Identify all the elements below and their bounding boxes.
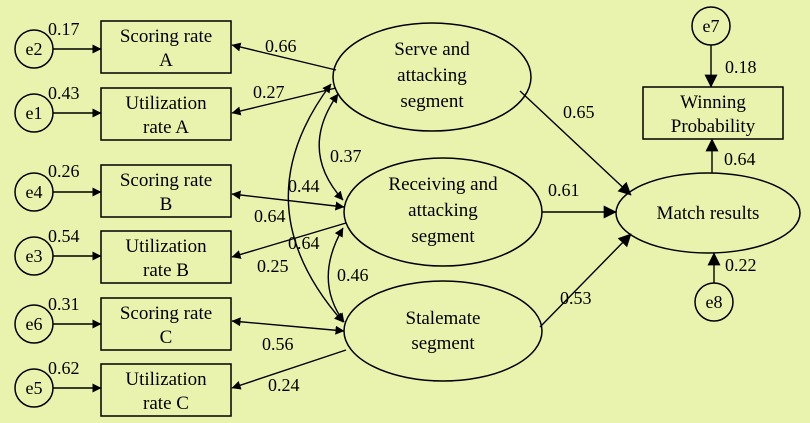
path-serve-match [519,90,632,196]
error-e5-label: e5 [26,378,43,398]
coefficients: 0.17 0.43 0.26 0.54 0.31 0.62 0.66 0.27 … [48,19,757,395]
latent-receiving-line3: segment [411,226,475,247]
indicator-utilization-rate-b-line2: rate B [143,260,189,281]
error-e7: e7 [691,6,731,46]
coef-stalemate-match: 0.53 [560,288,592,308]
latent-receiving-attacking-segment: Receiving and attacking segment [343,157,543,267]
path-stalemate-match [539,233,632,328]
path-stalemate-scoring-c [231,317,345,335]
latent-match-results: Match results [615,172,801,254]
indicator-winning-probability-line1: Winning [680,92,746,113]
latent-serve-line3: segment [400,91,464,112]
error-e1-label: e1 [26,103,43,123]
indicator-scoring-rate-c: Scoring rate C [100,297,232,351]
coef-e4-scoring-b: 0.26 [48,161,80,181]
latent-stalemate-segment: Stalemate segment [343,280,543,382]
coef-e3-utilization-b: 0.54 [48,226,80,246]
cov-receiving-stalemate [327,227,345,323]
error-e8-label: e8 [706,292,723,312]
coef-serve-stalemate-cov: 0.64 [288,233,320,253]
coef-stalemate-scoring-c: 0.56 [262,334,294,354]
latent-receiving-line1: Receiving and [388,174,498,195]
coef-serve-receiving-cov: 0.37 [330,146,362,166]
indicator-scoring-rate-b-line1: Scoring rate [120,170,212,191]
coef-stalemate-utilization-c: 0.24 [268,375,300,395]
cov-serve-stalemate [287,83,344,323]
coef-e1-utilization-a: 0.43 [48,83,80,103]
indicator-utilization-rate-a-line2: rate A [143,117,189,138]
indicator-scoring-rate-c-line1: Scoring rate [120,303,212,324]
coef-serve-match: 0.65 [563,102,595,122]
indicator-utilization-rate-c-line2: rate C [143,393,189,414]
error-e4-label: e4 [26,182,43,202]
error-e2-label: e2 [26,39,43,59]
indicator-winning-probability-line2: Probability [671,116,756,137]
indicator-utilization-rate-c-line1: Utilization [125,369,207,390]
indicator-scoring-rate-a: Scoring rate A [100,20,232,74]
latent-serve-line2: attacking [397,65,467,86]
coef-receiving-utilization-b: 0.64 [254,206,286,226]
latent-match-results-label: Match results [657,203,760,224]
coef-receiving-stalemate-cov: 0.46 [337,265,369,285]
indicator-scoring-rate-b: Scoring rate B [100,164,232,218]
coef-e2-scoring-a: 0.17 [48,19,80,39]
path-stalemate-utilization-c [231,349,347,390]
error-e7-label: e7 [703,16,720,36]
latent-stalemate-line2: segment [411,333,475,354]
coef-receiving-scoring-b: 0.44 [288,176,320,196]
indicator-scoring-rate-b-line2: B [160,194,173,215]
indicator-utilization-rate-a: Utilization rate A [100,87,232,141]
coef-e6-scoring-c: 0.31 [48,294,80,314]
coef-serve-utilization-a: 0.27 [253,82,285,102]
indicator-utilization-rate-c: Utilization rate C [100,363,232,417]
coef-utilization-b-side: 0.25 [257,256,289,276]
coef-match-winning: 0.64 [724,149,756,169]
indicator-scoring-rate-a-line1: Scoring rate [120,26,212,47]
coef-e8-match: 0.22 [725,255,757,275]
indicator-utilization-rate-b-line1: Utilization [125,236,207,257]
path-serve-scoring-a [231,42,337,71]
coef-receiving-match: 0.61 [548,180,580,200]
error-e8: e8 [694,282,734,322]
latent-serve-attacking-segment: Serve and attacking segment [332,22,532,132]
coef-e7-winning: 0.18 [725,57,757,77]
coef-e5-utilization-c: 0.62 [48,358,80,378]
indicator-utilization-rate-a-line1: Utilization [125,93,207,114]
indicator-scoring-rate-c-line2: C [160,327,173,348]
indicator-winning-probability: Winning Probability [642,86,784,140]
path-serve-utilization-a [231,87,337,116]
coef-serve-scoring-a: 0.66 [265,36,297,56]
latent-receiving-line2: attacking [408,200,478,221]
error-e3-label: e3 [26,246,43,266]
error-e6-label: e6 [26,314,43,334]
latent-stalemate-line1: Stalemate [406,308,481,329]
latent-serve-line1: Serve and [394,39,470,60]
indicator-scoring-rate-a-line2: A [159,50,173,71]
indicator-utilization-rate-b: Utilization rate B [100,230,232,284]
